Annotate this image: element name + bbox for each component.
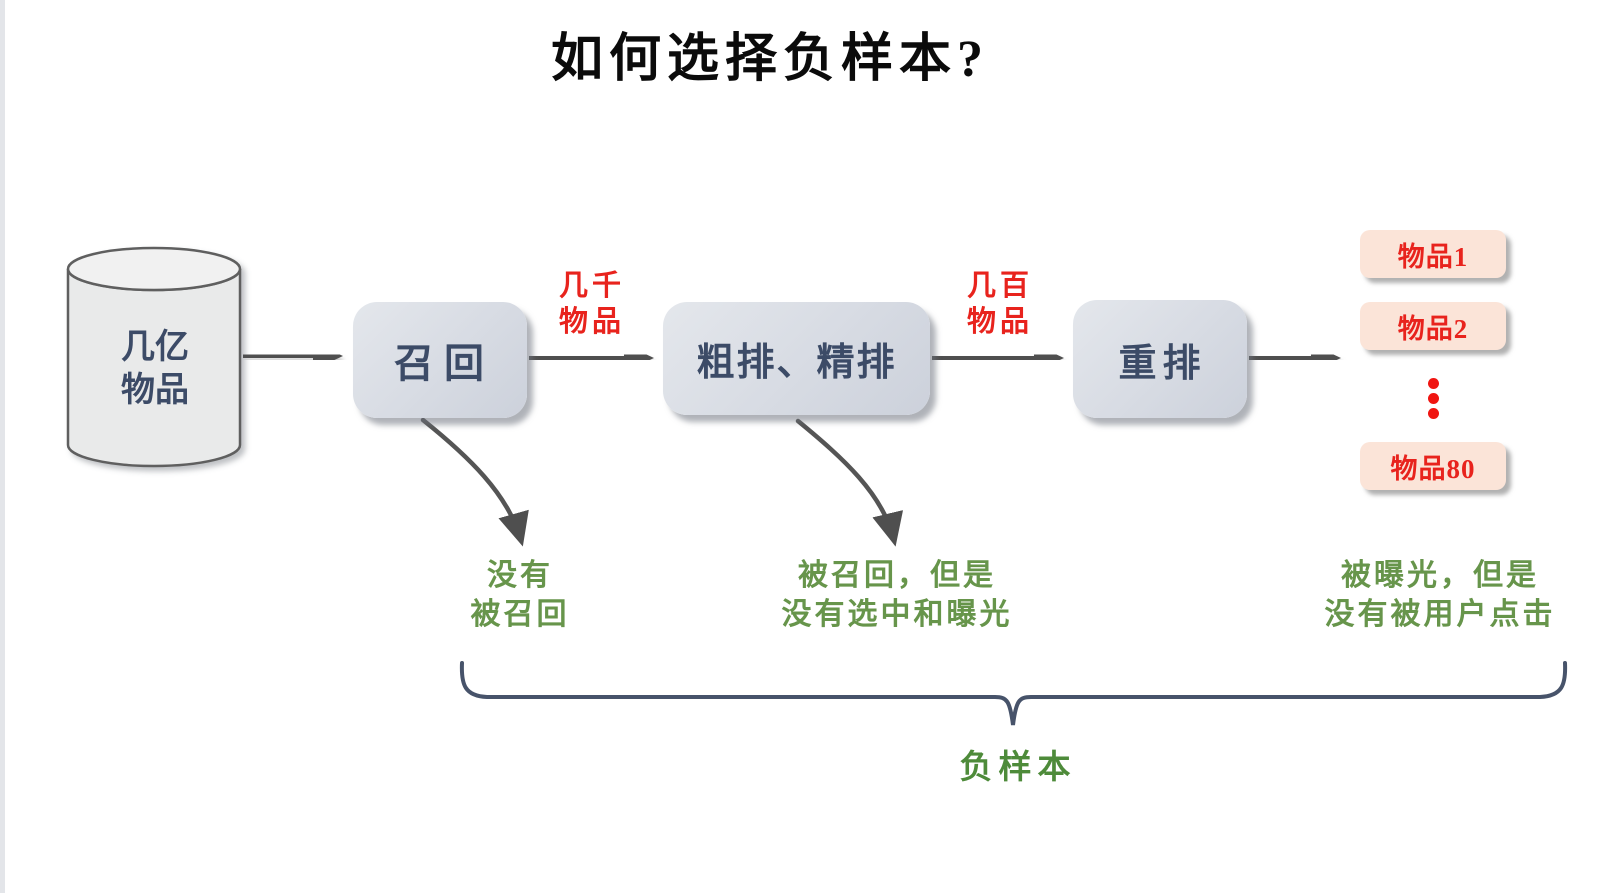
source-label-line2: 物品: [121, 372, 189, 409]
ellipsis-dot: [1428, 393, 1439, 404]
count-hundreds-line2: 物品: [966, 306, 1033, 338]
count-thousands-line2: 物品: [558, 306, 625, 338]
arrow-recall-dropout: [420, 417, 529, 547]
caption-exposed-not-clicked-line2: 没有被用户点击: [1324, 598, 1556, 631]
count-thousands-line1: 几千: [558, 270, 625, 302]
ellipsis-dot: [1428, 408, 1439, 419]
count-label-hundreds: 几百 物品: [918, 268, 1082, 340]
stage-rank-label: 粗排、精排: [696, 342, 897, 384]
stage-rerank-label: 重排: [1118, 342, 1207, 385]
caption-exposed-not-clicked-line1: 被曝光，但是: [1341, 559, 1539, 592]
item-card-80: 物品80: [1360, 442, 1506, 490]
caption-recalled-not-exposed: 被召回，但是 没有选中和曝光: [737, 556, 1057, 634]
item-card-80-label: 物品80: [1390, 453, 1476, 484]
stage-coarse-fine-rank: 粗排、精排: [663, 302, 930, 415]
stage-rerank: 重排: [1073, 300, 1247, 418]
left-edge-strip: [0, 0, 5, 893]
caption-not-recalled-line1: 没有: [487, 559, 553, 592]
arrow-rank-dropout: [795, 418, 904, 547]
count-hundreds-line1: 几百: [966, 270, 1033, 302]
item-card-1: 物品1: [1360, 230, 1506, 278]
source-label-line1: 几亿: [121, 329, 189, 366]
item-card-2: 物品2: [1360, 302, 1506, 350]
count-label-thousands: 几千 物品: [510, 268, 674, 340]
item-card-2-label: 物品2: [1397, 313, 1469, 344]
ellipsis-dot: [1428, 378, 1439, 389]
negative-samples-label: 负样本: [959, 750, 1077, 786]
caption-not-recalled-line2: 被召回: [470, 598, 570, 631]
diagram-title: 如何选择负样本?: [550, 31, 989, 88]
stage-recall-label: 召回: [394, 341, 494, 386]
caption-recalled-not-exposed-line2: 没有选中和曝光: [781, 598, 1013, 631]
caption-not-recalled: 没有 被召回: [400, 556, 640, 634]
caption-recalled-not-exposed-line1: 被召回，但是: [798, 559, 996, 592]
caption-exposed-not-clicked: 被曝光，但是 没有被用户点击: [1280, 556, 1597, 634]
dropout-arrows: [420, 417, 904, 547]
negative-samples-brace: [459, 661, 1568, 726]
item-card-1-label: 物品1: [1397, 241, 1469, 272]
source-label: 几亿 物品: [94, 326, 216, 412]
stage-recall: 召回: [353, 302, 527, 418]
